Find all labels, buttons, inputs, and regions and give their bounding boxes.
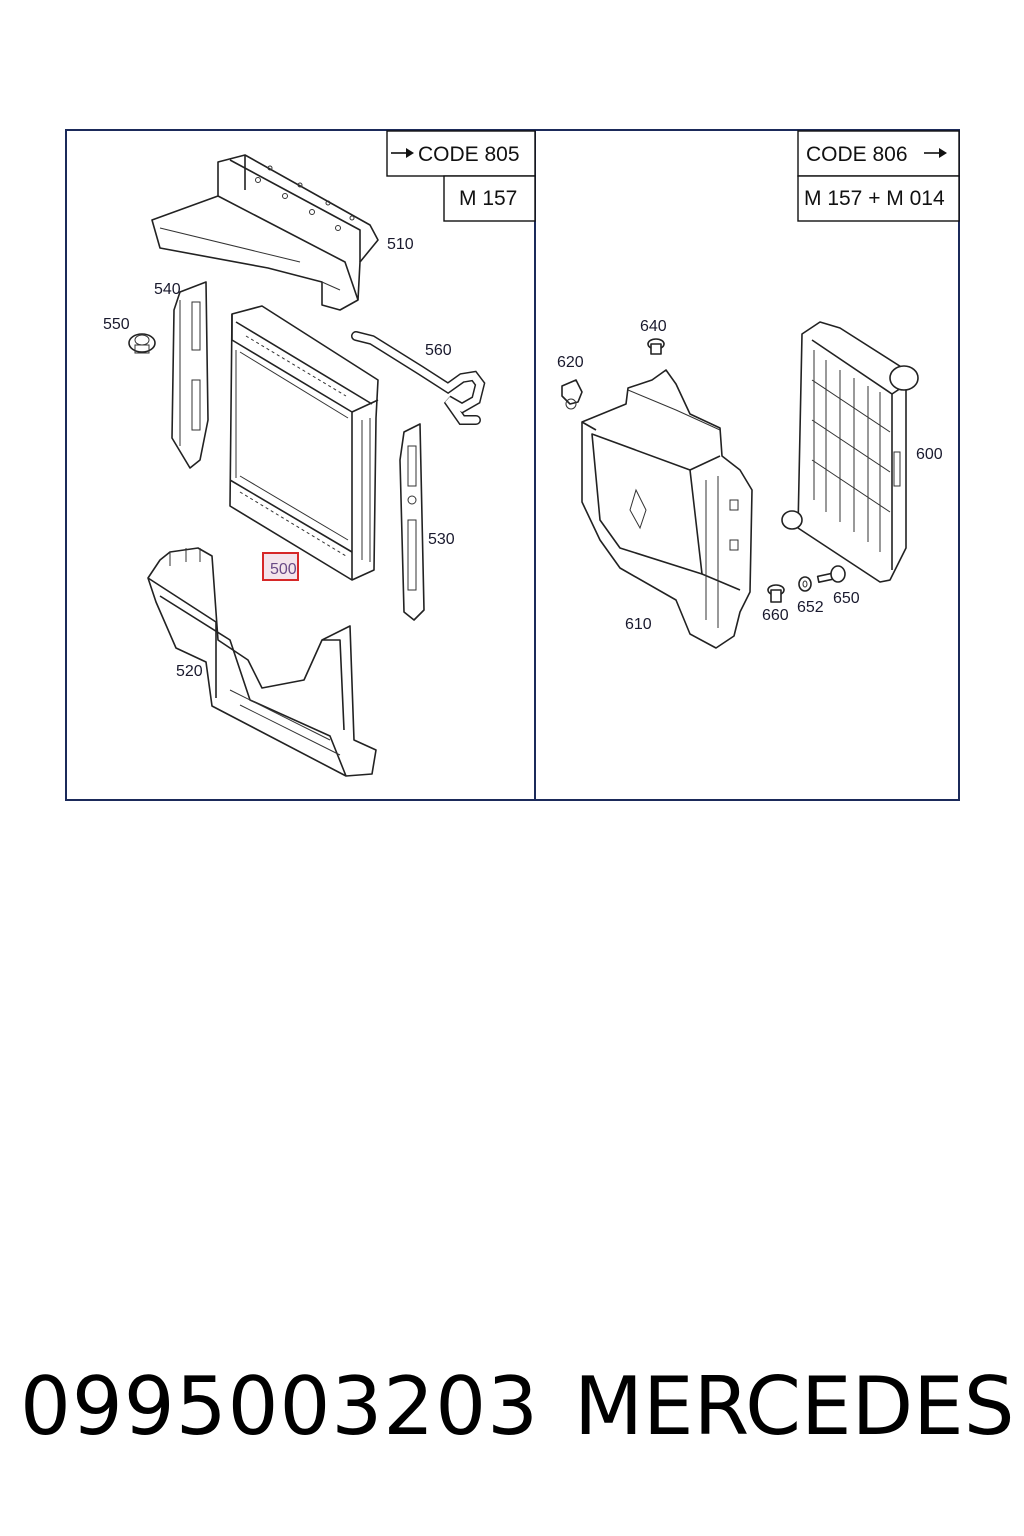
label-530: 530 <box>428 531 455 548</box>
arrow-right-icon <box>924 148 947 158</box>
part-number: 0995003203 <box>20 1360 539 1453</box>
label-540: 540 <box>154 281 181 298</box>
label-550: 550 <box>103 316 130 333</box>
part-640-screw[interactable] <box>647 338 665 355</box>
part-610-fan-shroud[interactable] <box>581 369 753 649</box>
label-500: 500 <box>270 561 297 578</box>
highlight-500[interactable]: 500 <box>262 552 299 581</box>
diagram-frame <box>65 129 960 801</box>
label-560: 560 <box>425 342 452 359</box>
label-600: 600 <box>916 446 943 463</box>
left-code-label: CODE 805 <box>418 143 520 166</box>
left-header: CODE 805 M 157 <box>386 130 536 222</box>
part-530-right-bracket[interactable] <box>399 423 425 621</box>
part-620-clip[interactable] <box>561 379 583 410</box>
right-header: CODE 806 M 157 + M 014 <box>797 130 960 222</box>
part-652-washer[interactable] <box>798 576 812 592</box>
right-code-label: CODE 806 <box>806 143 908 166</box>
label-520: 520 <box>176 663 203 680</box>
part-560-hose[interactable] <box>351 331 486 425</box>
part-660-bolt[interactable] <box>767 584 785 603</box>
label-510: 510 <box>387 236 414 253</box>
part-510-upper-duct[interactable] <box>151 154 379 311</box>
label-660: 660 <box>762 607 789 624</box>
label-610: 610 <box>625 616 652 633</box>
left-model-label: M 157 <box>459 187 517 210</box>
part-600-radiator[interactable] <box>781 321 919 583</box>
footer: 0995003203 MERCEDES <box>0 1360 1024 1480</box>
label-652: 652 <box>797 599 824 616</box>
label-640: 640 <box>640 318 667 335</box>
brand-name: MERCEDES <box>574 1360 1015 1453</box>
label-620: 620 <box>557 354 584 371</box>
right-model-label: M 157 + M 014 <box>804 187 945 210</box>
arrow-right-icon <box>391 148 414 158</box>
label-650: 650 <box>833 590 860 607</box>
part-520-lower-duct[interactable] <box>147 547 377 777</box>
part-550-nut[interactable] <box>128 333 156 354</box>
part-650-screw[interactable] <box>816 565 846 584</box>
part-540-left-bracket[interactable] <box>171 281 209 469</box>
part-500-cooler-core[interactable] <box>229 305 379 581</box>
